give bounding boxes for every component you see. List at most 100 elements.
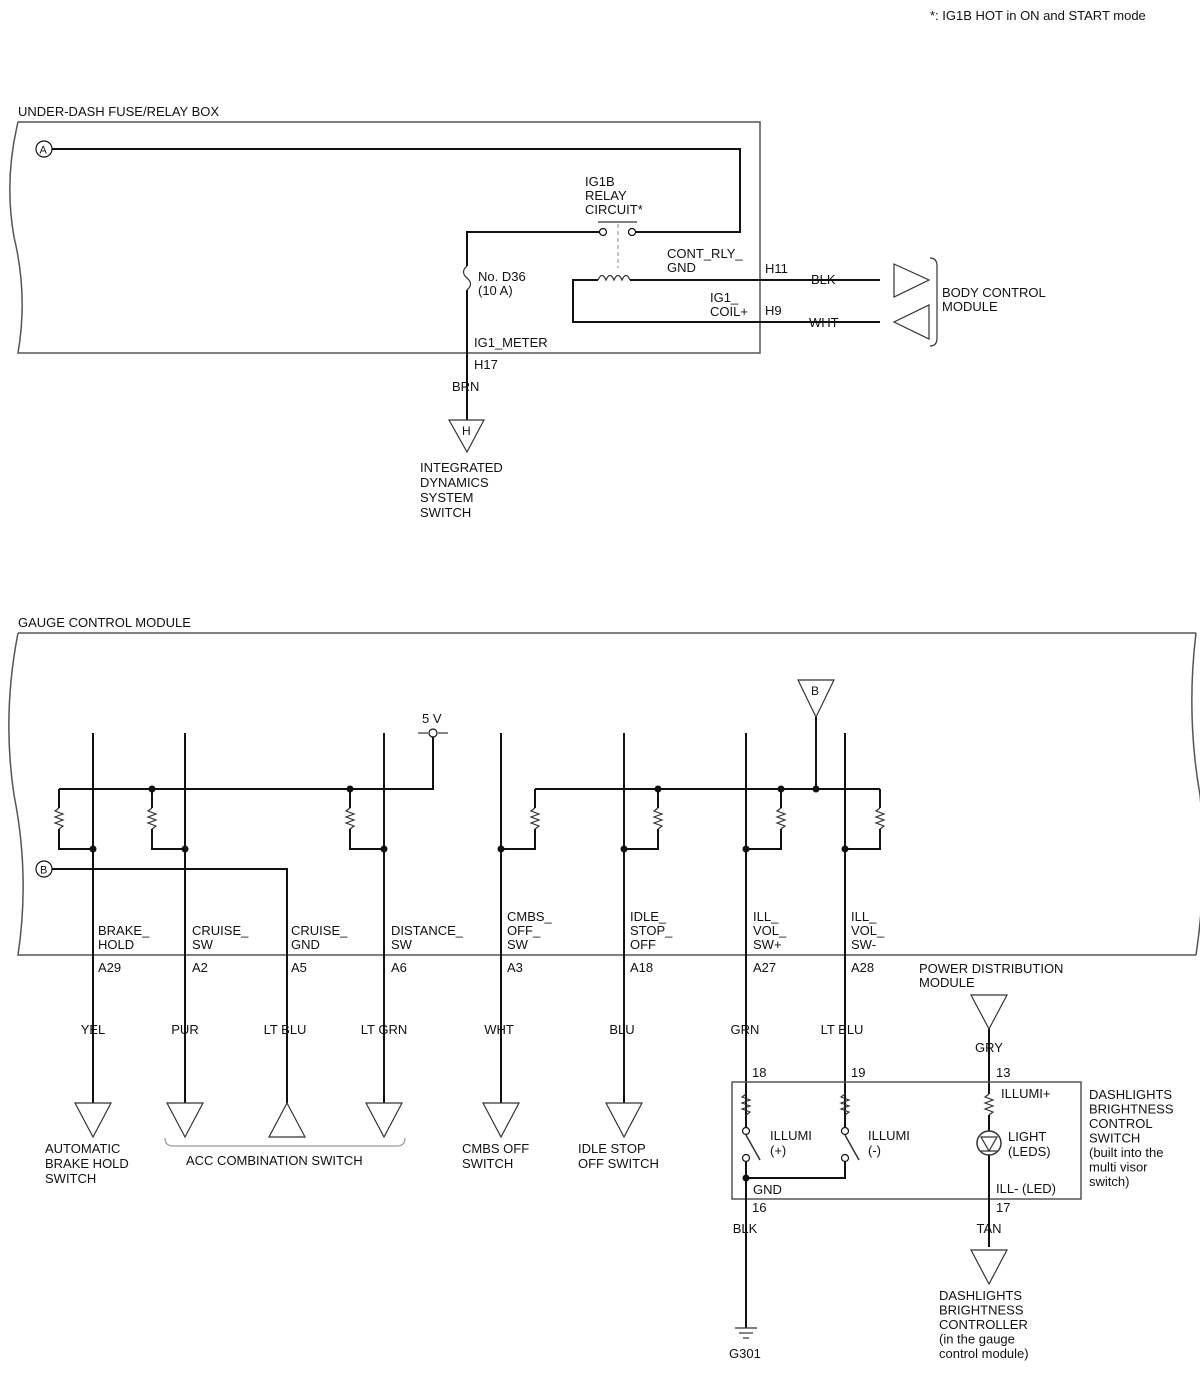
- connector-h-label: H: [462, 424, 471, 438]
- terminal-cruise-gnd: [268, 1101, 306, 1138]
- illumi-minus-contact-bottom: [840, 1153, 850, 1163]
- signal-cmbs-off-sw: CMBS_ OFF_ SW: [507, 909, 555, 952]
- wire-color-grn: GRN: [731, 1022, 760, 1037]
- junction-dot: [812, 785, 820, 793]
- pin-19: 19: [851, 1065, 865, 1080]
- terminal-idle-stop: [605, 1102, 643, 1139]
- junction-dot: [742, 1174, 750, 1182]
- illumi-plus-resistor: [740, 1093, 752, 1116]
- wire-color-lt-grn: LT GRN: [361, 1022, 407, 1037]
- pin-a28: A28: [851, 960, 874, 975]
- illumi-minus-contact-top: [840, 1126, 850, 1136]
- relay-contact-left: [598, 227, 608, 237]
- b-bus: [535, 717, 817, 790]
- junction-dot: [654, 785, 662, 793]
- fuse-d36: [462, 265, 472, 291]
- connector-b-arrow: [797, 679, 835, 719]
- bcm-label: BODY CONTROL MODULE: [942, 285, 1049, 314]
- wire-b-to-cruise-gnd: [52, 868, 288, 1103]
- illumi-plus-term-label: ILLUMI+: [1001, 1086, 1051, 1101]
- dashlights-switch-box: [731, 1081, 1082, 1200]
- pin-18: 18: [752, 1065, 766, 1080]
- gauge-module-break-edge: [1191, 632, 1200, 956]
- pin-16: 16: [752, 1200, 766, 1215]
- pullup-cruise-sw: [146, 789, 185, 850]
- relay-coil: [597, 274, 631, 282]
- wire-color-yel: YEL: [81, 1022, 106, 1037]
- wire-a-to-relay: [52, 148, 741, 233]
- terminal-brake-hold: [74, 1102, 112, 1139]
- pullup-ill-vol-plus: [746, 789, 787, 850]
- bcm-input-arrow: [892, 304, 930, 340]
- wire-color-tan: TAN: [976, 1221, 1001, 1236]
- dashlights-switch-label: DASHLIGHTS BRIGHTNESS CONTROL SWITCH (bu…: [1089, 1087, 1177, 1189]
- gauge-module-outline: [8, 632, 1196, 956]
- relay-label: IG1B RELAY CIRCUIT*: [585, 174, 643, 217]
- ig1-coil-label: IG1_ COIL+: [710, 290, 748, 319]
- led-symbol: [979, 1136, 999, 1153]
- connector-b-label: B: [811, 684, 819, 698]
- pdm-terminal: [970, 994, 1008, 1031]
- connector-a-label: A: [40, 145, 48, 157]
- junction-dot: [148, 785, 156, 793]
- signal-distance-sw: DISTANCE_ SW: [391, 923, 467, 952]
- pullup-brake-hold: [53, 789, 93, 850]
- bcm-bracket: [929, 257, 938, 347]
- pin-a2: A2: [192, 960, 208, 975]
- ground-g301-label: G301: [729, 1346, 761, 1361]
- 5v-bus: [59, 737, 434, 790]
- pin-a3: A3: [507, 960, 523, 975]
- fuse-label: No. D36 (10 A): [478, 269, 529, 298]
- bcm-output-arrow: [893, 263, 931, 298]
- illumi-plus-contact-bottom: [741, 1153, 751, 1163]
- gauge-module-title: GAUGE CONTROL MODULE: [18, 615, 191, 630]
- pin-h9: H9: [765, 303, 782, 318]
- relay-contact-right: [627, 227, 637, 237]
- wire-color-wht-cmbs: WHT: [484, 1022, 514, 1037]
- illumi-plus-label: ILLUMI (+): [770, 1128, 816, 1158]
- auto-brake-hold-label: AUTOMATIC BRAKE HOLD SWITCH: [45, 1141, 132, 1186]
- pin-h17: H17: [474, 357, 498, 372]
- terminal-distance-sw: [365, 1102, 403, 1139]
- junction-dot: [777, 785, 785, 793]
- wire-color-blu: BLU: [609, 1022, 634, 1037]
- acc-combination-label: ACC COMBINATION SWITCH: [186, 1153, 363, 1168]
- illumi-minus-label: ILLUMI (-): [868, 1128, 914, 1158]
- pin-13: 13: [996, 1065, 1010, 1080]
- ground-icon: [735, 1327, 757, 1339]
- junction-dot: [346, 785, 354, 793]
- wire-color-wht: WHT: [809, 315, 839, 330]
- illumi-plus-contact-top: [741, 1126, 751, 1136]
- pin-a27: A27: [753, 960, 776, 975]
- led-light-label: LIGHT (LEDS): [1008, 1129, 1051, 1159]
- pullup-ill-vol-minus: [845, 789, 886, 850]
- ig1-meter-label: IG1_METER: [474, 335, 548, 350]
- wire-color-blk-gnd: BLK: [733, 1221, 758, 1236]
- 5v-terminal: [428, 728, 438, 738]
- signal-idle-stop-off: IDLE_ STOP_ OFF: [630, 909, 676, 952]
- controller-terminal: [970, 1249, 1008, 1286]
- pullup-distance-sw: [344, 789, 384, 850]
- pin-a18: A18: [630, 960, 653, 975]
- pin-a29: A29: [98, 960, 121, 975]
- signal-cruise-sw: CRUISE_ SW: [192, 923, 252, 952]
- signal-ill-vol-sw-minus: ILL_ VOL_ SW-: [851, 909, 888, 952]
- signal-ill-vol-sw-plus: ILL_ VOL_ SW+: [753, 909, 790, 952]
- signal-brake-hold: BRAKE_ HOLD: [98, 923, 153, 952]
- pin-a5: A5: [291, 960, 307, 975]
- led-resistor: [983, 1093, 995, 1116]
- signal-cruise-gnd: CRUISE_ GND: [291, 923, 351, 952]
- illumi-minus-switch-blade: [844, 1134, 860, 1161]
- wire-relay-to-fuse: [466, 231, 599, 266]
- ids-switch-label: INTEGRATED DYNAMICS SYSTEM SWITCH: [420, 460, 506, 520]
- wire-color-lt-blu: LT BLU: [264, 1022, 307, 1037]
- fuse-box-title: UNDER-DASH FUSE/RELAY BOX: [18, 104, 219, 119]
- acc-bracket: [164, 1137, 406, 1147]
- pullup-cmbs-off: [501, 789, 541, 850]
- idle-stop-switch-label: IDLE STOP OFF SWITCH: [578, 1141, 659, 1171]
- fuse-box-outline: [9, 121, 761, 354]
- 5v-label: 5 V: [422, 711, 442, 726]
- wire-color-pur: PUR: [171, 1022, 198, 1037]
- dashlights-controller-label: DASHLIGHTS BRIGHTNESS CONTROLLER (in the…: [939, 1288, 1031, 1361]
